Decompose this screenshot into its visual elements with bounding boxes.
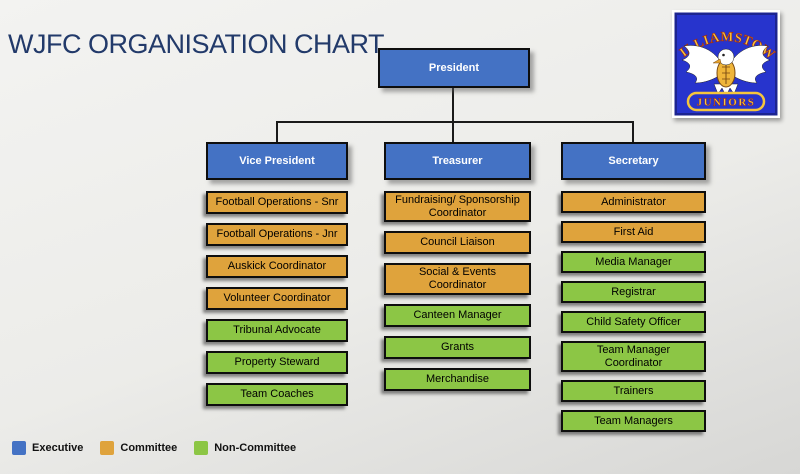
legend-item-executive: Executive <box>12 441 83 455</box>
legend-swatch-non-committee <box>194 441 209 455</box>
org-node: Child Safety Officer <box>561 311 706 333</box>
page-title: WJFC ORGANISATION CHART <box>8 29 385 59</box>
org-node-head-treasurer: Treasurer <box>384 142 531 180</box>
legend-swatch-committee <box>100 441 115 455</box>
org-node: Property Steward <box>206 351 348 374</box>
org-node-label: President <box>428 61 480 74</box>
connector-president-stem <box>452 88 454 122</box>
club-logo: WILLIAMSTOWN JUNIORS <box>672 10 780 118</box>
legend-swatch-executive <box>12 441 26 455</box>
org-node: Team Coaches <box>206 383 348 406</box>
org-node: Fundraising/ Sponsorship Coordinator <box>384 191 531 223</box>
org-node: Auskick Coordinator <box>206 255 348 278</box>
org-node: Media Manager <box>561 251 706 273</box>
connector-drop-treasurer <box>452 121 454 142</box>
org-node: Team Managers <box>561 410 706 433</box>
org-node: Registrar <box>561 281 706 303</box>
org-node: Tribunal Advocate <box>206 319 348 342</box>
connector-drop-vice-president <box>276 121 278 142</box>
legend-label: Committee <box>120 442 178 454</box>
org-node: Grants <box>384 335 531 359</box>
legend-label: Non-Committee <box>214 442 297 454</box>
connector-horizontal <box>276 121 634 123</box>
org-node: Football Operations - Jnr <box>206 223 348 246</box>
org-node: Administrator <box>561 191 706 213</box>
org-node: Merchandise <box>384 367 531 391</box>
eagle-emblem <box>681 45 771 97</box>
org-column-treasurer: Treasurer Fundraising/ Sponsorship Coord… <box>384 142 531 391</box>
org-column-vice-president: Vice President Football Operations - Snr… <box>206 142 348 406</box>
org-node: Council Liaison <box>384 231 531 255</box>
logo-badge <box>686 91 766 112</box>
org-node: Trainers <box>561 380 706 403</box>
org-node: Football Operations - Snr <box>206 191 348 214</box>
org-node-head-vice-president: Vice President <box>206 142 348 180</box>
legend: Executive Committee Non-Committee <box>12 441 296 455</box>
org-node: Canteen Manager <box>384 303 531 327</box>
org-node: Volunteer Coordinator <box>206 287 348 310</box>
org-node: Team Manager Coordinator <box>561 341 706 373</box>
connector-drop-secretary <box>632 121 634 142</box>
org-node: First Aid <box>561 221 706 243</box>
legend-item-committee: Committee <box>100 441 177 455</box>
logo-badge-text: JUNIORS <box>697 97 756 109</box>
org-node-head-secretary: Secretary <box>561 142 706 180</box>
org-node-president: President <box>378 48 530 88</box>
org-node: Social & Events Coordinator <box>384 263 531 295</box>
legend-label: Executive <box>32 442 84 454</box>
legend-item-non-committee: Non-Committee <box>194 441 296 455</box>
